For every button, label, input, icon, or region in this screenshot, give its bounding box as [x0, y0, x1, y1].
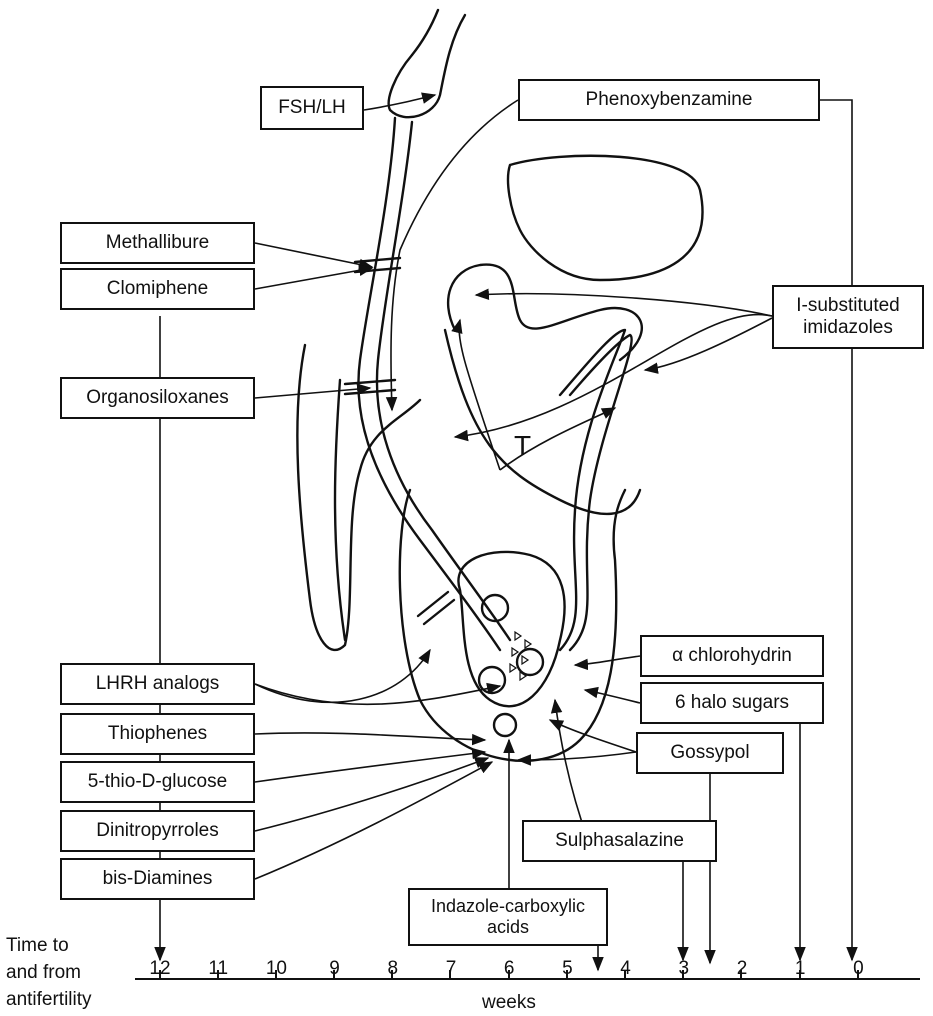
axis-tick-label: 10 — [256, 958, 296, 980]
box-dinitropyrroles: Dinitropyrroles — [60, 810, 255, 852]
tubule-4 — [494, 714, 516, 736]
break-mark — [345, 380, 395, 394]
arrow-lhrh — [255, 650, 430, 702]
arrow-imidazoles-2 — [455, 315, 772, 437]
axis-tick-label: 3 — [664, 958, 704, 980]
axis-tick-label: 11 — [198, 958, 238, 980]
arrow-bisdiamines — [255, 762, 492, 879]
axis-tick-label: 0 — [838, 958, 878, 980]
axis-tick-label: 4 — [606, 958, 646, 980]
box-clomiphene: Clomiphene — [60, 268, 255, 310]
axis-tick-label: 2 — [722, 958, 762, 980]
spermatid-mark — [510, 632, 531, 680]
arrow-clomiphene — [255, 268, 372, 289]
box-chlorohydrin: α chlorohydrin — [640, 635, 824, 677]
arrow-sulphasalazine — [555, 700, 588, 840]
box-halo-sugars: 6 halo sugars — [640, 682, 824, 724]
axis-tick-label: 12 — [140, 958, 180, 980]
arrow-dinitropyrroles — [255, 758, 488, 831]
arrow-imidazoles-1 — [476, 294, 772, 316]
axis-tick-label: 9 — [315, 958, 355, 980]
arrow-halosugars — [585, 690, 640, 703]
arrow-thioglucose — [255, 752, 485, 782]
testis — [458, 552, 564, 706]
box-thio-glucose: 5-thio-D-glucose — [60, 761, 255, 803]
arrow-methallibure — [255, 243, 372, 267]
arrow-lhrh-gland — [459, 320, 500, 470]
box-sulphasalazine: Sulphasalazine — [522, 820, 717, 862]
gland-head — [389, 15, 465, 117]
axis-unit: weeks — [482, 992, 536, 1014]
axis-tick-label: 5 — [547, 958, 587, 980]
axis-tick-label: 7 — [431, 958, 471, 980]
box-gossypol: Gossypol — [636, 732, 784, 774]
axis-tick-label: 1 — [780, 958, 820, 980]
box-imidazoles: I-substituted imidazoles — [772, 285, 924, 349]
vas-deferens-top — [412, 10, 438, 55]
seminal-vesicle — [508, 156, 702, 280]
box-fsh-lh: FSH/LH — [260, 86, 364, 130]
break-mark — [418, 592, 454, 624]
arrow-phenoxybenzamine-axis — [820, 100, 852, 960]
box-thiophenes: Thiophenes — [60, 713, 255, 755]
arrow-chlorohydrin — [575, 656, 640, 665]
vas-tube-left — [358, 118, 500, 650]
box-bis-diamines: bis-Diamines — [60, 858, 255, 900]
arrow-imidazoles-3 — [645, 318, 772, 370]
penis-inner — [335, 380, 345, 640]
box-phenoxybenzamine: Phenoxybenzamine — [518, 79, 820, 121]
box-organosiloxanes: Organosiloxanes — [60, 377, 255, 419]
arrow-fsh-lh — [364, 95, 435, 110]
arrow-gossypol-2 — [518, 752, 636, 760]
box-lhrh-analogs: LHRH analogs — [60, 663, 255, 705]
box-methallibure: Methallibure — [60, 222, 255, 264]
urethra — [445, 330, 640, 514]
axis-tick-label: 6 — [489, 958, 529, 980]
tubule-3 — [517, 649, 543, 675]
axis-tick-label: 8 — [373, 958, 413, 980]
box-indazole: Indazole-carboxylic acids — [408, 888, 608, 946]
anatomy-label-t: T — [514, 430, 531, 462]
epididymis-outer — [570, 335, 632, 650]
vas-tube-right — [377, 122, 510, 640]
axis-label: Time to and from antifertility — [6, 932, 92, 1013]
